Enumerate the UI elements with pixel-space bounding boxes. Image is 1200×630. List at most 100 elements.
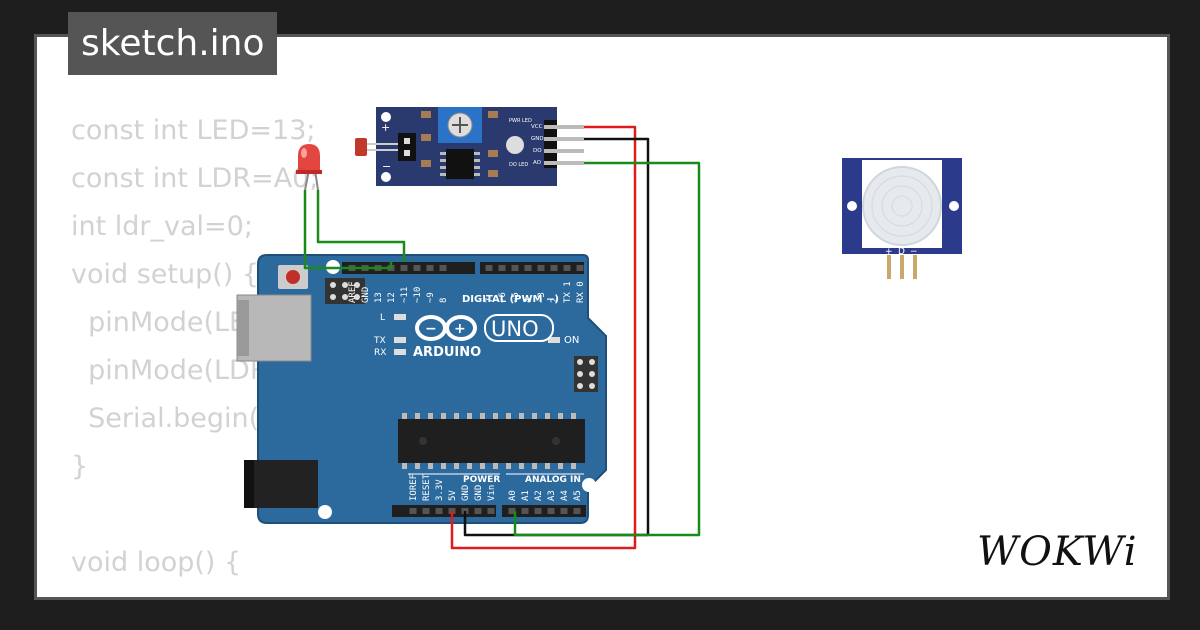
led-rx-label: RX [374,348,386,358]
red-led[interactable] [296,144,322,191]
chip-pin [571,463,576,469]
ldr-sensor-module[interactable]: + − PWR LED DO LED VCC GND DO AO [355,107,584,186]
ldr-pin-do[interactable] [544,149,584,153]
chip-pin [467,463,472,469]
led-tx [394,337,406,343]
analog-pin[interactable] [521,508,529,514]
analog-pin-label: A4 [560,490,570,501]
led-tx-label: TX [373,336,386,346]
analog-pin[interactable] [560,508,568,514]
pir-pin-vcc[interactable] [887,255,891,279]
wire-led-gnd[interactable] [303,190,393,270]
led-on [548,337,560,343]
power-label: POWER [463,475,500,485]
analog-pin[interactable] [547,508,555,514]
power-pin[interactable] [422,508,430,514]
chip-pin [545,413,550,419]
ldr-pin-vcc[interactable] [544,125,584,129]
analog-pin[interactable] [534,508,542,514]
header-pin[interactable] [498,265,506,271]
pwr-led [506,136,524,154]
header-pin[interactable] [485,265,493,271]
code-line: void loop() { [71,547,242,578]
svg-text:−: − [425,321,437,337]
wokwi-logo: WOKWi [977,529,1137,575]
ldr-pin-gnd[interactable] [544,137,584,141]
power-jack [244,460,318,508]
code-line: void setup() { [71,259,260,290]
power-pin-label: Vin [487,485,497,501]
chip-pin [506,463,511,469]
power-pin-label: RESET [422,473,432,501]
svg-text:−: − [382,160,391,173]
file-tab[interactable]: sketch.ino [68,12,278,75]
power-pin[interactable] [487,508,495,514]
chip-pin [519,413,524,419]
analog-pin[interactable] [508,508,516,514]
header-pin-label: TX 1 [563,281,573,303]
header-pin[interactable] [426,265,434,271]
pir-motion-sensor[interactable]: + D − [842,158,962,279]
code-line: const int LED=13; [71,115,316,146]
header-pin[interactable] [576,265,584,271]
digital-header-right [480,262,584,274]
header-pin[interactable] [550,265,558,271]
header-pin-label: ~6 [498,292,508,303]
code-line: int ldr_val=0; [71,211,253,242]
arduino-model: UNO [491,317,539,341]
chip-pin [480,413,485,419]
header-pin[interactable] [511,265,519,271]
ldr-pin-ao[interactable] [544,161,584,165]
chip-pin [428,463,433,469]
power-pin[interactable] [435,508,443,514]
header-pin-label: 13 [374,292,384,303]
code-line: } [71,451,89,482]
arduino-infinity-icon [415,315,477,341]
chip-pin [532,413,537,419]
led-rx [394,349,406,355]
ldr-pin-vcc-label: VCC [531,124,543,130]
chip-pin [415,463,420,469]
led-l [394,314,406,320]
chip-pin [402,413,407,419]
power-pin-label: 3.3V [435,479,445,501]
header-pin[interactable] [563,265,571,271]
header-pin[interactable] [400,265,408,271]
analog-label: ANALOG IN [525,475,581,485]
power-pin[interactable] [474,508,482,514]
ldr-pin-do-label: DO [533,148,542,154]
analog-pin-label: A5 [573,490,583,501]
chip-pin [493,463,498,469]
header-pin-label: ~5 [511,292,521,303]
header-pin[interactable] [413,265,421,271]
header-pin[interactable] [537,265,545,271]
chip-pin [532,463,537,469]
wire-led-13[interactable] [316,190,406,262]
ldr-pin-gnd-label: GND [531,136,544,142]
chip-pin [402,463,407,469]
header-pin-label: 7 [485,298,495,303]
pir-pin-gnd[interactable] [913,255,917,279]
usb-port [236,294,312,362]
analog-pin-label: A0 [508,490,518,501]
chip-pin [467,413,472,419]
led-l-label: L [380,313,385,323]
chip-pin [571,413,576,419]
digital-label: DIGITAL (PWM ~) [462,294,559,305]
wire-ao-a0[interactable] [513,161,701,537]
header-pin-label: GND [361,287,371,303]
header-pin[interactable] [524,265,532,271]
header-pin-label: RX 0 [576,281,586,303]
header-pin-label: ~10 [413,287,423,303]
chip-pin [441,463,446,469]
wire-vcc-5v[interactable] [450,125,637,550]
analog-pin-label: A3 [547,490,557,501]
chip-pin [480,463,485,469]
header-pin-label: 8 [439,298,449,303]
analog-pin[interactable] [573,508,581,514]
pir-pin-d[interactable] [900,255,904,279]
pir-pin-vcc-label: + [885,247,893,257]
header-pin[interactable] [439,265,447,271]
power-pin[interactable] [409,508,417,514]
